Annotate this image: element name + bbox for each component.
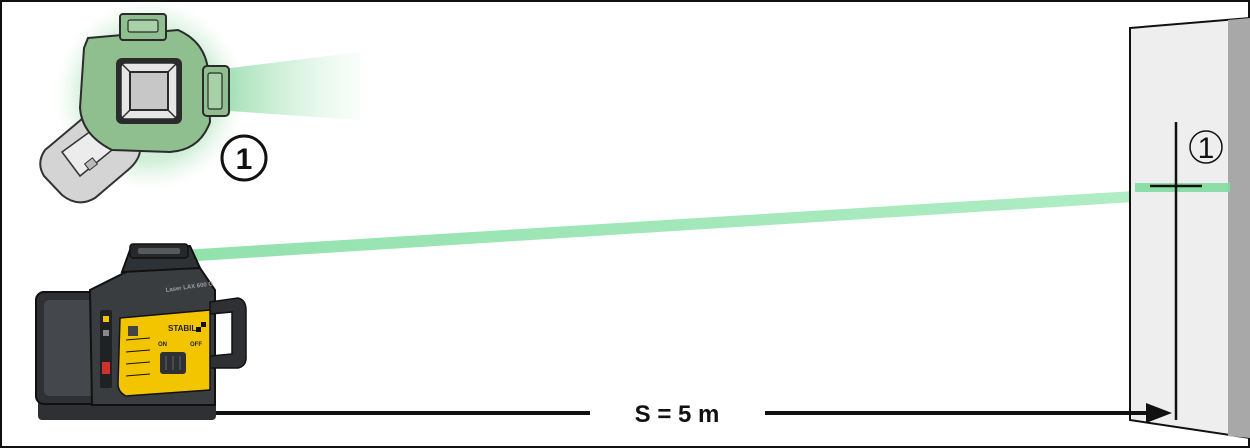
device-knob (128, 326, 138, 336)
top-view-battery-latch (83, 157, 99, 171)
device-switch-off: OFF (190, 342, 202, 348)
distance-arrowhead (1146, 403, 1172, 423)
top-view-beam (215, 52, 360, 120)
device-top-handle-grip (138, 248, 180, 254)
device-led-1 (103, 316, 109, 322)
device-switch-on: ON (158, 342, 167, 348)
top-view-marker-circle (220, 134, 268, 182)
distance-arrow: S = 5 m (200, 401, 1172, 428)
device-battery-face (44, 300, 94, 396)
top-view-lens-corner-tl (120, 62, 131, 73)
device-brand-logo-quad-2 (201, 327, 206, 332)
top-view-lens-corner-bl (120, 109, 131, 120)
wall-laser-line (1135, 183, 1230, 192)
wall-side (1228, 18, 1250, 438)
device-brand: STABILA (168, 324, 202, 333)
distance-label: S = 5 m (635, 401, 720, 428)
device-panel-line-1 (125, 337, 151, 341)
top-view-lens-corner-br (167, 109, 178, 120)
laser-beam (182, 185, 1230, 262)
top-view-handle-grip (127, 19, 159, 33)
device-red-button (102, 362, 110, 374)
top-view-lens (129, 71, 169, 111)
top-view-side-window-glass (207, 72, 223, 110)
device-panel-line-4 (125, 373, 151, 377)
wall-face (1129, 16, 1250, 440)
wall-marker-label: 1 (1198, 132, 1215, 165)
top-view-lens-corner-tr (167, 62, 178, 73)
device-panel-line-2 (125, 349, 151, 353)
wall-marker-circle (1189, 130, 1223, 164)
top-view-marker-label: 1 (236, 143, 253, 176)
device-brand-logo-quad-1 (196, 322, 201, 327)
device-panel-line-3 (125, 361, 151, 365)
wall: 1 (1129, 16, 1250, 440)
top-view-laser-level: 1 (39, 0, 360, 204)
device-led-2 (103, 330, 109, 336)
laser-level-device: Laser LAX 600 G STABILA ON OFF (35, 243, 247, 420)
